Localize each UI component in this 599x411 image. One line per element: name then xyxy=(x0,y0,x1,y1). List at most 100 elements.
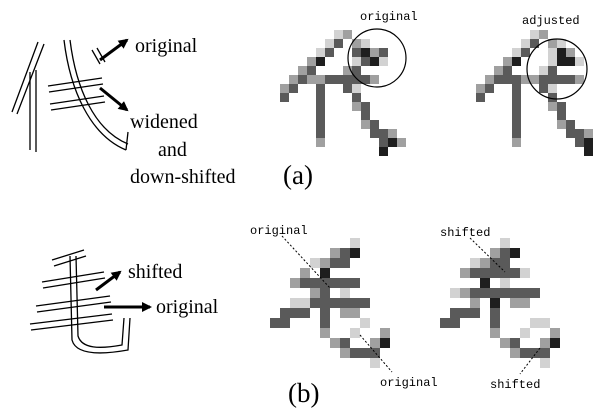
pixel-cell xyxy=(480,288,490,298)
pixel-cell xyxy=(289,84,298,93)
pixel-cell xyxy=(352,48,361,57)
pixel-cell xyxy=(548,66,557,75)
pixel-cell xyxy=(289,75,298,84)
pixel-cell xyxy=(470,308,480,318)
pixel-cell xyxy=(540,358,550,368)
pixel-cell xyxy=(557,120,566,129)
pixel-cell xyxy=(397,138,406,147)
arrow-widened-a xyxy=(99,86,129,112)
pixel-cell xyxy=(512,111,521,120)
pixel-cell xyxy=(340,278,350,288)
pixel-cell xyxy=(503,57,512,66)
pixel-cell xyxy=(480,268,490,278)
pixel-cell xyxy=(460,268,470,278)
pixel-cell xyxy=(503,75,512,84)
pixel-cell xyxy=(370,57,379,66)
pixel-cell xyxy=(548,84,557,93)
pixel-cell xyxy=(361,75,370,84)
pixel-cell xyxy=(500,238,510,248)
pixel-cell xyxy=(470,258,480,268)
pixel-cell xyxy=(379,129,388,138)
pixel-cell xyxy=(490,308,500,318)
pixel-cell xyxy=(300,278,310,288)
pixel-cell xyxy=(379,57,388,66)
pixel-cell xyxy=(460,288,470,298)
pixel-cell xyxy=(300,268,310,278)
pixel-cell xyxy=(343,30,352,39)
pixel-cell xyxy=(340,308,350,318)
pixel-cell xyxy=(557,39,566,48)
pixel-cell xyxy=(316,138,325,147)
pixel-cell xyxy=(380,328,390,338)
pixel-cell xyxy=(450,288,460,298)
caption-b: (b) xyxy=(288,378,319,408)
pixel-cell xyxy=(512,48,521,57)
pixel-cell xyxy=(460,308,470,318)
pixel-cell xyxy=(340,248,350,258)
pixel-cell xyxy=(566,75,575,84)
pixel-cell xyxy=(575,129,584,138)
pixel-cell xyxy=(512,138,521,147)
label-down-shifted-a: down-shifted xyxy=(130,166,236,188)
pixel-cell xyxy=(340,288,350,298)
pixel-cell xyxy=(512,129,521,138)
pixel-cell xyxy=(575,138,584,147)
pixel-cell xyxy=(370,48,379,57)
panel-a: original widened and down-shifted origin… xyxy=(11,10,593,190)
pixel-cell xyxy=(530,30,539,39)
pixel-cell xyxy=(307,57,316,66)
pixel-cell xyxy=(316,84,325,93)
pixel-cell xyxy=(557,57,566,66)
pixel-cell xyxy=(494,66,503,75)
pixel-cell xyxy=(557,75,566,84)
pixel-cell xyxy=(494,75,503,84)
pixel-cell xyxy=(370,348,380,358)
pixel-cell xyxy=(476,84,485,93)
pixel-cell xyxy=(310,258,320,268)
pixel-cell xyxy=(352,66,361,75)
pixel-cell xyxy=(490,328,500,338)
pixel-cell xyxy=(361,39,370,48)
pixel-cell xyxy=(485,84,494,93)
pixel-cell xyxy=(539,75,548,84)
pixel-cell xyxy=(510,268,520,278)
pixel-cell xyxy=(316,48,325,57)
pixel-cell xyxy=(476,93,485,102)
pixel-cell xyxy=(350,348,360,358)
pixel-cell xyxy=(510,248,520,258)
pixel-cell xyxy=(530,318,540,328)
pixel-cell xyxy=(310,298,320,308)
pixel-cell xyxy=(350,248,360,258)
pixel-cell xyxy=(360,298,370,308)
label-pixel-shifted-top-b: shifted xyxy=(440,226,490,240)
pixel-cell xyxy=(566,48,575,57)
outline-glyph-mao xyxy=(29,249,131,354)
pixel-cell xyxy=(300,298,310,308)
highlight-circle-a-original xyxy=(347,28,407,88)
pixel-cell xyxy=(566,57,575,66)
pixel-cell xyxy=(343,75,352,84)
pixel-cell xyxy=(270,318,280,328)
pixel-cell xyxy=(540,338,550,348)
pixel-cell xyxy=(530,288,540,298)
pixel-cell xyxy=(307,66,316,75)
pixel-cell xyxy=(352,75,361,84)
pixel-cell xyxy=(330,248,340,258)
pixel-cell xyxy=(500,248,510,258)
pixel-cell xyxy=(388,129,397,138)
pixel-cell xyxy=(510,348,520,358)
pixel-cell xyxy=(340,348,350,358)
outline-glyph-dai xyxy=(11,39,129,152)
pixel-cell xyxy=(316,120,325,129)
pixel-cell xyxy=(490,258,500,268)
pixel-cell xyxy=(485,75,494,84)
pixel-cell xyxy=(361,120,370,129)
pixel-cell xyxy=(440,318,450,328)
pixel-cell xyxy=(539,84,548,93)
pixel-cell xyxy=(320,288,330,298)
pixel-glyph-a-original xyxy=(280,30,406,156)
pixel-cell xyxy=(512,57,521,66)
pixel-cell xyxy=(350,238,360,248)
pixel-cell xyxy=(510,338,520,348)
pixel-cell xyxy=(361,57,370,66)
